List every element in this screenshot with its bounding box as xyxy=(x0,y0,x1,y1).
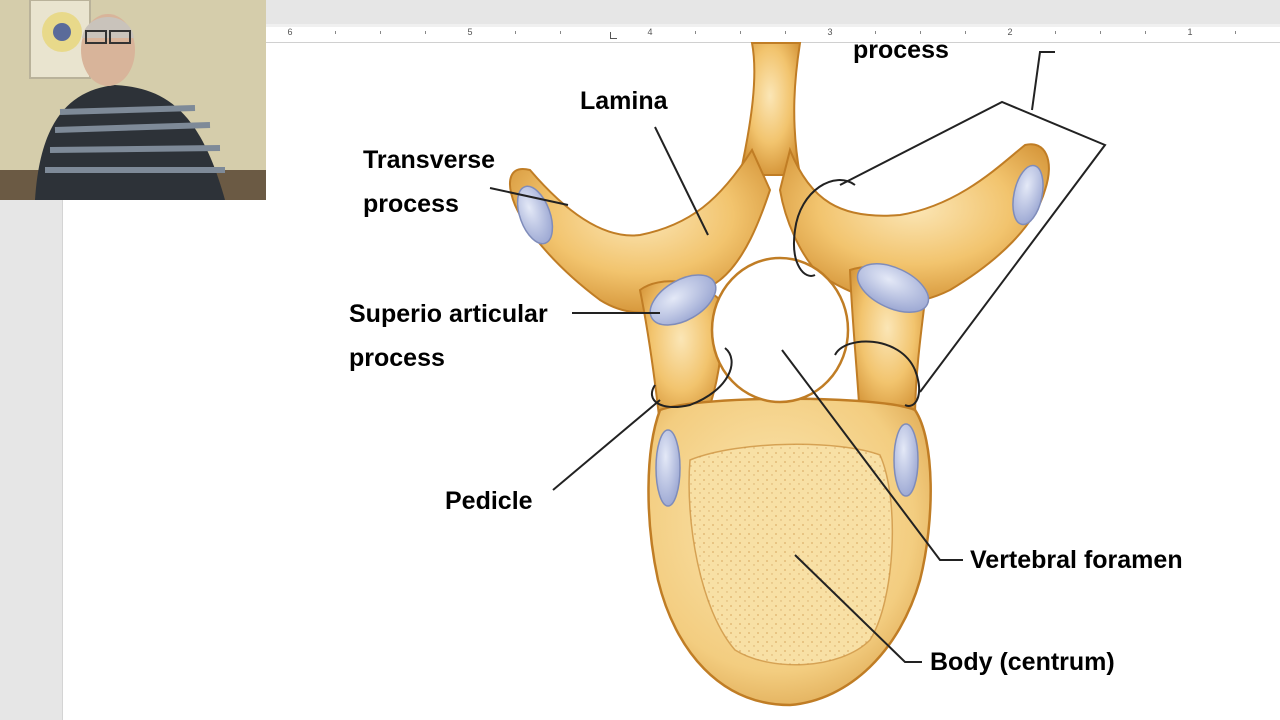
ruler-number-5: 5 xyxy=(467,27,473,37)
ruler-number-6: 6 xyxy=(287,27,293,37)
ruler-indent-marker[interactable] xyxy=(610,32,617,39)
leader-lamina xyxy=(654,126,709,236)
presenter-avatar-icon xyxy=(0,0,266,200)
label-body-centrum: Body (centrum) xyxy=(930,648,1115,676)
label-lamina: Lamina xyxy=(580,87,669,115)
ruler-tick xyxy=(1100,31,1101,34)
pedicle-arc-left xyxy=(650,347,733,409)
ruler-tick xyxy=(965,31,966,34)
ruler-number-3: 3 xyxy=(827,27,833,37)
presenter-video-feed xyxy=(0,0,266,200)
label-pedicle: Pedicle xyxy=(445,487,533,515)
document-left-margin xyxy=(0,200,63,720)
left-superior-facet xyxy=(649,274,717,326)
ruler-tick xyxy=(380,31,381,34)
leader-top-bracket xyxy=(1031,51,1055,111)
leader-foramen xyxy=(781,349,963,561)
pedicle-arc-right xyxy=(834,340,921,407)
ruler-tick xyxy=(515,31,516,34)
ruler-tick xyxy=(695,31,696,34)
articular-bracket xyxy=(839,100,1107,393)
ruler-tick xyxy=(425,31,426,34)
ruler-tick xyxy=(335,31,336,34)
vertebral-foramen xyxy=(710,256,850,404)
ruler-tick xyxy=(740,31,741,34)
ruler-band xyxy=(266,24,1280,27)
leader-body xyxy=(794,554,922,663)
leader-transverse xyxy=(489,187,569,206)
lamina-arc xyxy=(793,179,856,277)
ruler-tick xyxy=(1145,31,1146,34)
label-vertebral-foramen: Vertebral foramen xyxy=(970,546,1183,574)
ruler-tick xyxy=(875,31,876,34)
ruler-tick xyxy=(560,31,561,34)
label-superior-line2: process xyxy=(349,344,445,372)
right-superior-facet xyxy=(856,263,930,313)
ruler-tick xyxy=(785,31,786,34)
right-body-facet xyxy=(893,423,919,497)
ruler-tick xyxy=(1235,31,1236,34)
label-superior-line1: Superio articular xyxy=(349,300,548,328)
ruler-number-2: 2 xyxy=(1007,27,1013,37)
ruler-tick xyxy=(920,31,921,34)
label-transverse-line1: Transverse xyxy=(363,146,495,174)
ruler-number-1: 1 xyxy=(1187,27,1193,37)
left-transverse-process xyxy=(509,147,772,314)
ruler-tick xyxy=(1055,31,1056,34)
right-transverse-facet xyxy=(1012,164,1044,226)
left-body-facet xyxy=(655,429,681,507)
label-transverse-line2: process xyxy=(363,190,459,218)
cancellous-texture xyxy=(689,444,893,665)
ruler-number-4: 4 xyxy=(647,27,653,37)
leader-pedicle xyxy=(552,399,661,491)
label-top-process: process xyxy=(853,36,949,64)
